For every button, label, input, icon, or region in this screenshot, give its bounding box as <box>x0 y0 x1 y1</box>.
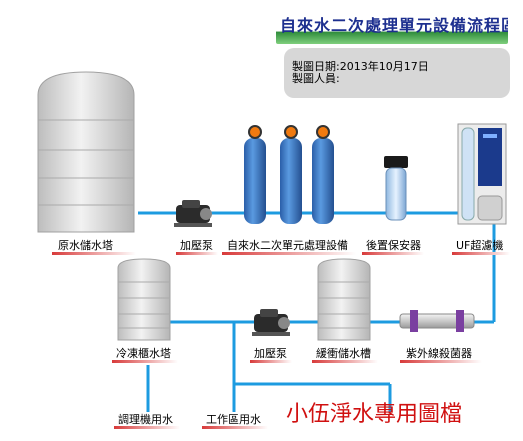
title-banner <box>276 11 508 44</box>
booster-pump-2-label: 加壓泵 <box>254 347 287 360</box>
uv-sterilizer-label: 紫外線殺菌器 <box>406 347 472 360</box>
author-line: 製圖人員: <box>292 72 340 85</box>
page-title: 自來水二次處理單元設備流程區塊圖 <box>280 16 508 35</box>
pipe-upper <box>138 211 496 324</box>
water-tank-icon <box>317 258 371 341</box>
label-underline <box>452 252 510 255</box>
raw-tank-label: 原水儲水塔 <box>58 239 113 252</box>
filter-vessel-icon <box>244 125 266 224</box>
uv-sterilizer-icon <box>399 310 475 332</box>
uf-machine-icon <box>457 123 507 225</box>
pump-icon <box>174 200 212 227</box>
pump-icon <box>252 309 290 336</box>
label-underline <box>312 360 378 363</box>
label-underline <box>202 426 268 429</box>
uf-unit-label: UF超濾機 <box>456 239 504 252</box>
watermark-text: 小伍淨水專用圖檔 <box>286 402 463 427</box>
label-underline <box>222 252 356 255</box>
label-underline <box>362 252 424 255</box>
booster-pump-1-label: 加壓泵 <box>180 239 213 252</box>
label-underline <box>112 360 178 363</box>
label-underline <box>400 360 482 363</box>
ac-water-label: 調理機用水 <box>118 413 173 426</box>
work-area-water-label: 工作區用水 <box>206 413 261 426</box>
buffer-tank-label: 緩衝儲水槽 <box>316 347 371 360</box>
post-filter-label: 後置保安器 <box>366 239 421 252</box>
filter-vessel-icon <box>280 125 302 224</box>
date-line: 製圖日期:2013年10月17日 <box>292 60 429 73</box>
water-tank-icon <box>117 258 171 341</box>
label-underline <box>250 360 292 363</box>
label-underline <box>52 252 136 255</box>
info-box <box>284 48 510 98</box>
cartridge-filter-icon <box>384 156 408 221</box>
label-underline <box>114 426 180 429</box>
treatment-unit-label: 自來水二次單元處理設備 <box>227 239 348 252</box>
filter-vessel-icon <box>312 125 334 224</box>
water-tank-icon <box>37 71 135 233</box>
label-underline <box>176 252 218 255</box>
cold-tank-label: 冷凍櫃水塔 <box>116 347 171 360</box>
